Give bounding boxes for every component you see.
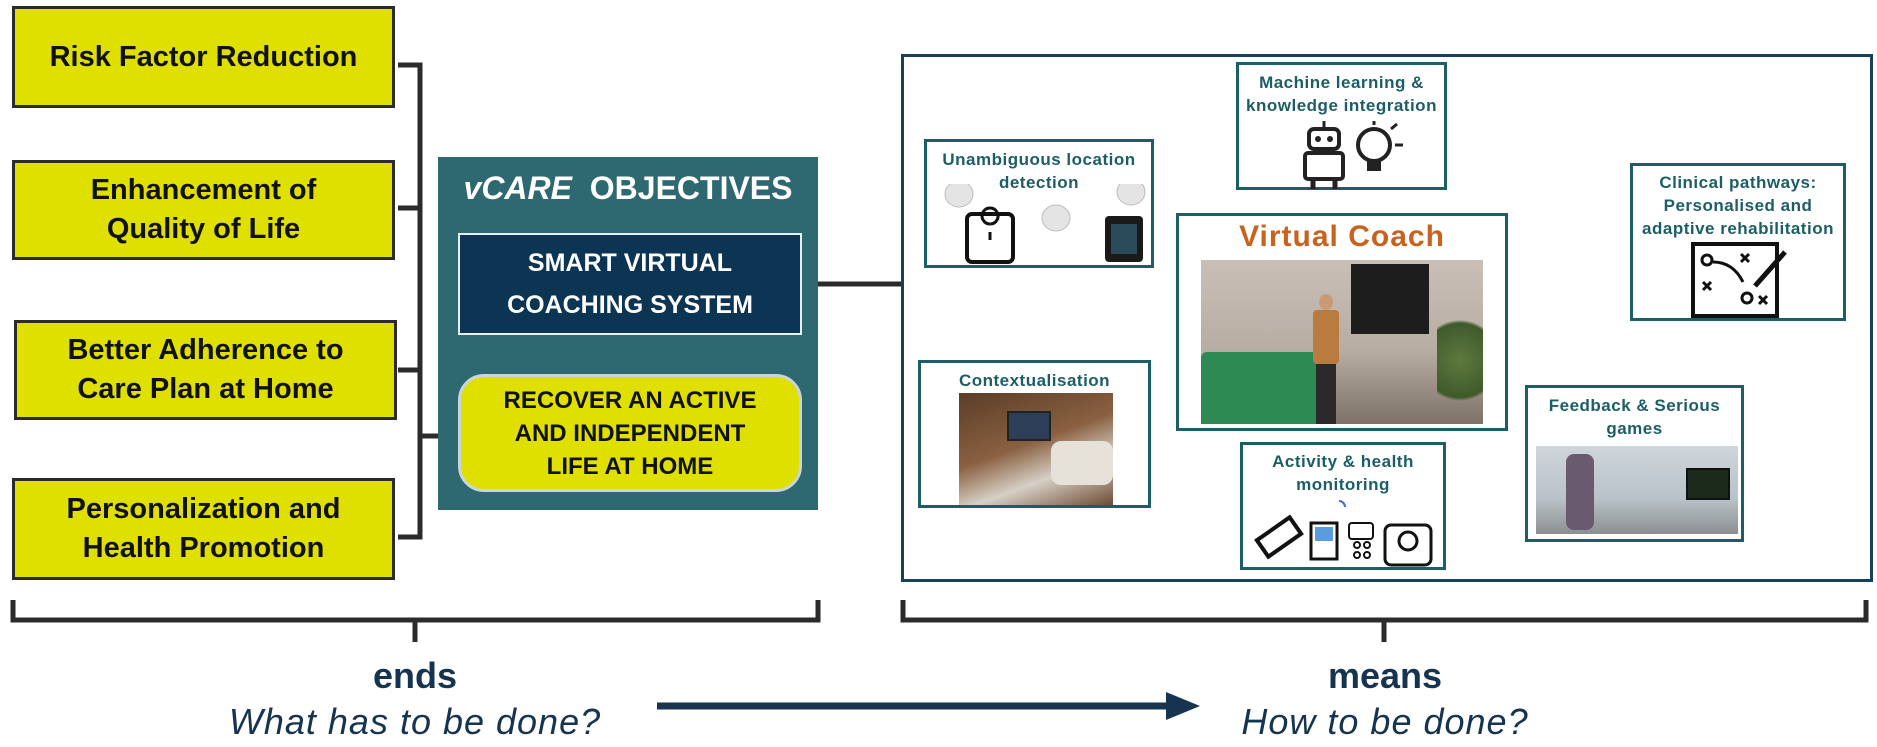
goal-quality-of-life: Enhancement of Quality of Life	[12, 160, 395, 260]
objectives-title-brand: vCARE	[463, 170, 572, 206]
virtual-coach-box: Virtual Coach	[1176, 213, 1508, 431]
means-label: means	[1327, 655, 1443, 696]
goal-health-promotion: Personalization and Health Promotion	[12, 478, 395, 580]
component-contextualisation: Contextualisation	[918, 360, 1151, 508]
feedback-games-label: Feedback & Serious games	[1548, 396, 1721, 438]
coach-avatar	[1313, 294, 1339, 424]
clinical-pathways-label: Clinical pathways: Personalised and adap…	[1642, 173, 1834, 238]
goal-care-plan-adherence: Better Adherence to Care Plan at Home	[14, 320, 397, 420]
smart-virtual-coaching-system-box: SMART VIRTUAL COACHING SYSTEM	[458, 233, 802, 335]
health-devices-icon	[1254, 500, 1433, 567]
component-location-detection: Unambiguous location detection	[924, 139, 1154, 268]
recover-independent-life-box: RECOVER AN ACTIVE AND INDEPENDENT LIFE A…	[458, 374, 802, 492]
objectives-title: vCARE OBJECTIVES	[438, 157, 818, 219]
robot-lightbulb-icon	[1303, 121, 1403, 189]
component-activity-health-monitoring: Activity & health monitoring	[1240, 442, 1446, 570]
component-clinical-pathways: Clinical pathways: Personalised and adap…	[1630, 163, 1846, 321]
ends-bracket	[10, 600, 821, 642]
location-detection-label: Unambiguous location detection	[942, 150, 1136, 192]
goals-bracket	[398, 62, 423, 540]
sofa	[1201, 352, 1321, 424]
means-bracket	[900, 600, 1869, 642]
component-machine-learning: Machine learning & knowledge integration	[1236, 62, 1447, 190]
sensors-tablet-icon	[944, 184, 1146, 264]
objectives-panel: vCARE OBJECTIVES SMART VIRTUAL COACHING …	[438, 157, 818, 510]
activity-monitoring-label: Activity & health monitoring	[1272, 452, 1414, 494]
machine-learning-label: Machine learning & knowledge integration	[1246, 73, 1437, 115]
tv-screen	[1351, 264, 1429, 334]
goal-risk-factor-reduction: Risk Factor Reduction	[12, 6, 395, 108]
ends-to-means-arrow-head	[1166, 692, 1200, 720]
living-room-photo	[959, 393, 1113, 505]
virtual-coach-scene	[1201, 260, 1483, 424]
strategy-board-icon	[1691, 242, 1787, 318]
ends-question: What has to be done?	[228, 701, 602, 742]
means-question: How to be done?	[1241, 701, 1529, 742]
plant	[1437, 318, 1483, 424]
objectives-title-rest: OBJECTIVES	[589, 170, 793, 206]
virtual-coach-title: Virtual Coach	[1239, 220, 1445, 253]
serious-game-photo	[1536, 446, 1738, 534]
component-feedback-serious-games: Feedback & Serious games	[1525, 385, 1744, 542]
ends-label: ends	[372, 655, 458, 696]
contextualisation-label: Contextualisation	[958, 371, 1111, 390]
